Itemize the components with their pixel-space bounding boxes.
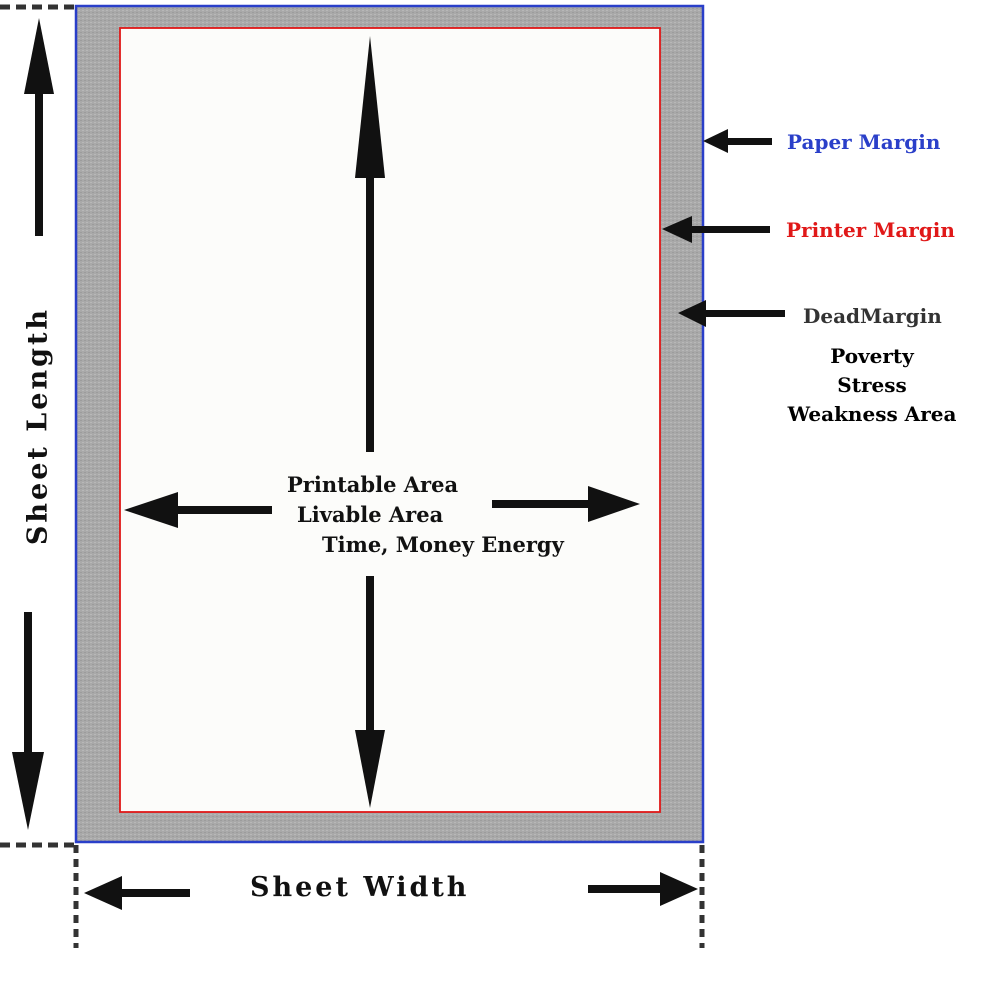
dead-note-weakness: Weakness Area	[787, 402, 957, 426]
sheet-length-down-arrow-icon	[12, 612, 44, 830]
dead-margin-label: DeadMargin	[803, 304, 942, 328]
sheet-width-right-arrow-icon	[588, 872, 698, 906]
paper-margin-label: Paper Margin	[787, 130, 941, 154]
sheet-length-label: Sheet Length	[22, 306, 54, 546]
printer-margin-label: Printer Margin	[786, 218, 955, 242]
sheet-width-left-arrow-icon	[84, 876, 190, 910]
dead-margin-notes: Poverty Stress Weakness Area	[772, 342, 972, 429]
arrow-left-icon	[124, 492, 272, 528]
printable-area	[119, 27, 661, 813]
dead-note-stress: Stress	[837, 373, 907, 397]
arrow-down-icon	[355, 576, 385, 808]
sheet-width-label: Sheet Width	[250, 872, 470, 903]
arrow-right-icon	[492, 486, 640, 522]
time-money-energy-label: Time, Money Energy	[322, 532, 564, 557]
printable-area-label: Printable Area	[287, 472, 459, 497]
arrow-up-icon	[355, 36, 385, 452]
sheet-length-up-arrow-icon	[24, 18, 54, 236]
paper-margin-arrow-icon	[703, 129, 772, 153]
printer-margin-arrow-icon	[662, 216, 770, 243]
dead-note-poverty: Poverty	[830, 344, 914, 368]
livable-area-label: Livable Area	[297, 502, 444, 527]
dead-margin-arrow-icon	[678, 300, 785, 327]
